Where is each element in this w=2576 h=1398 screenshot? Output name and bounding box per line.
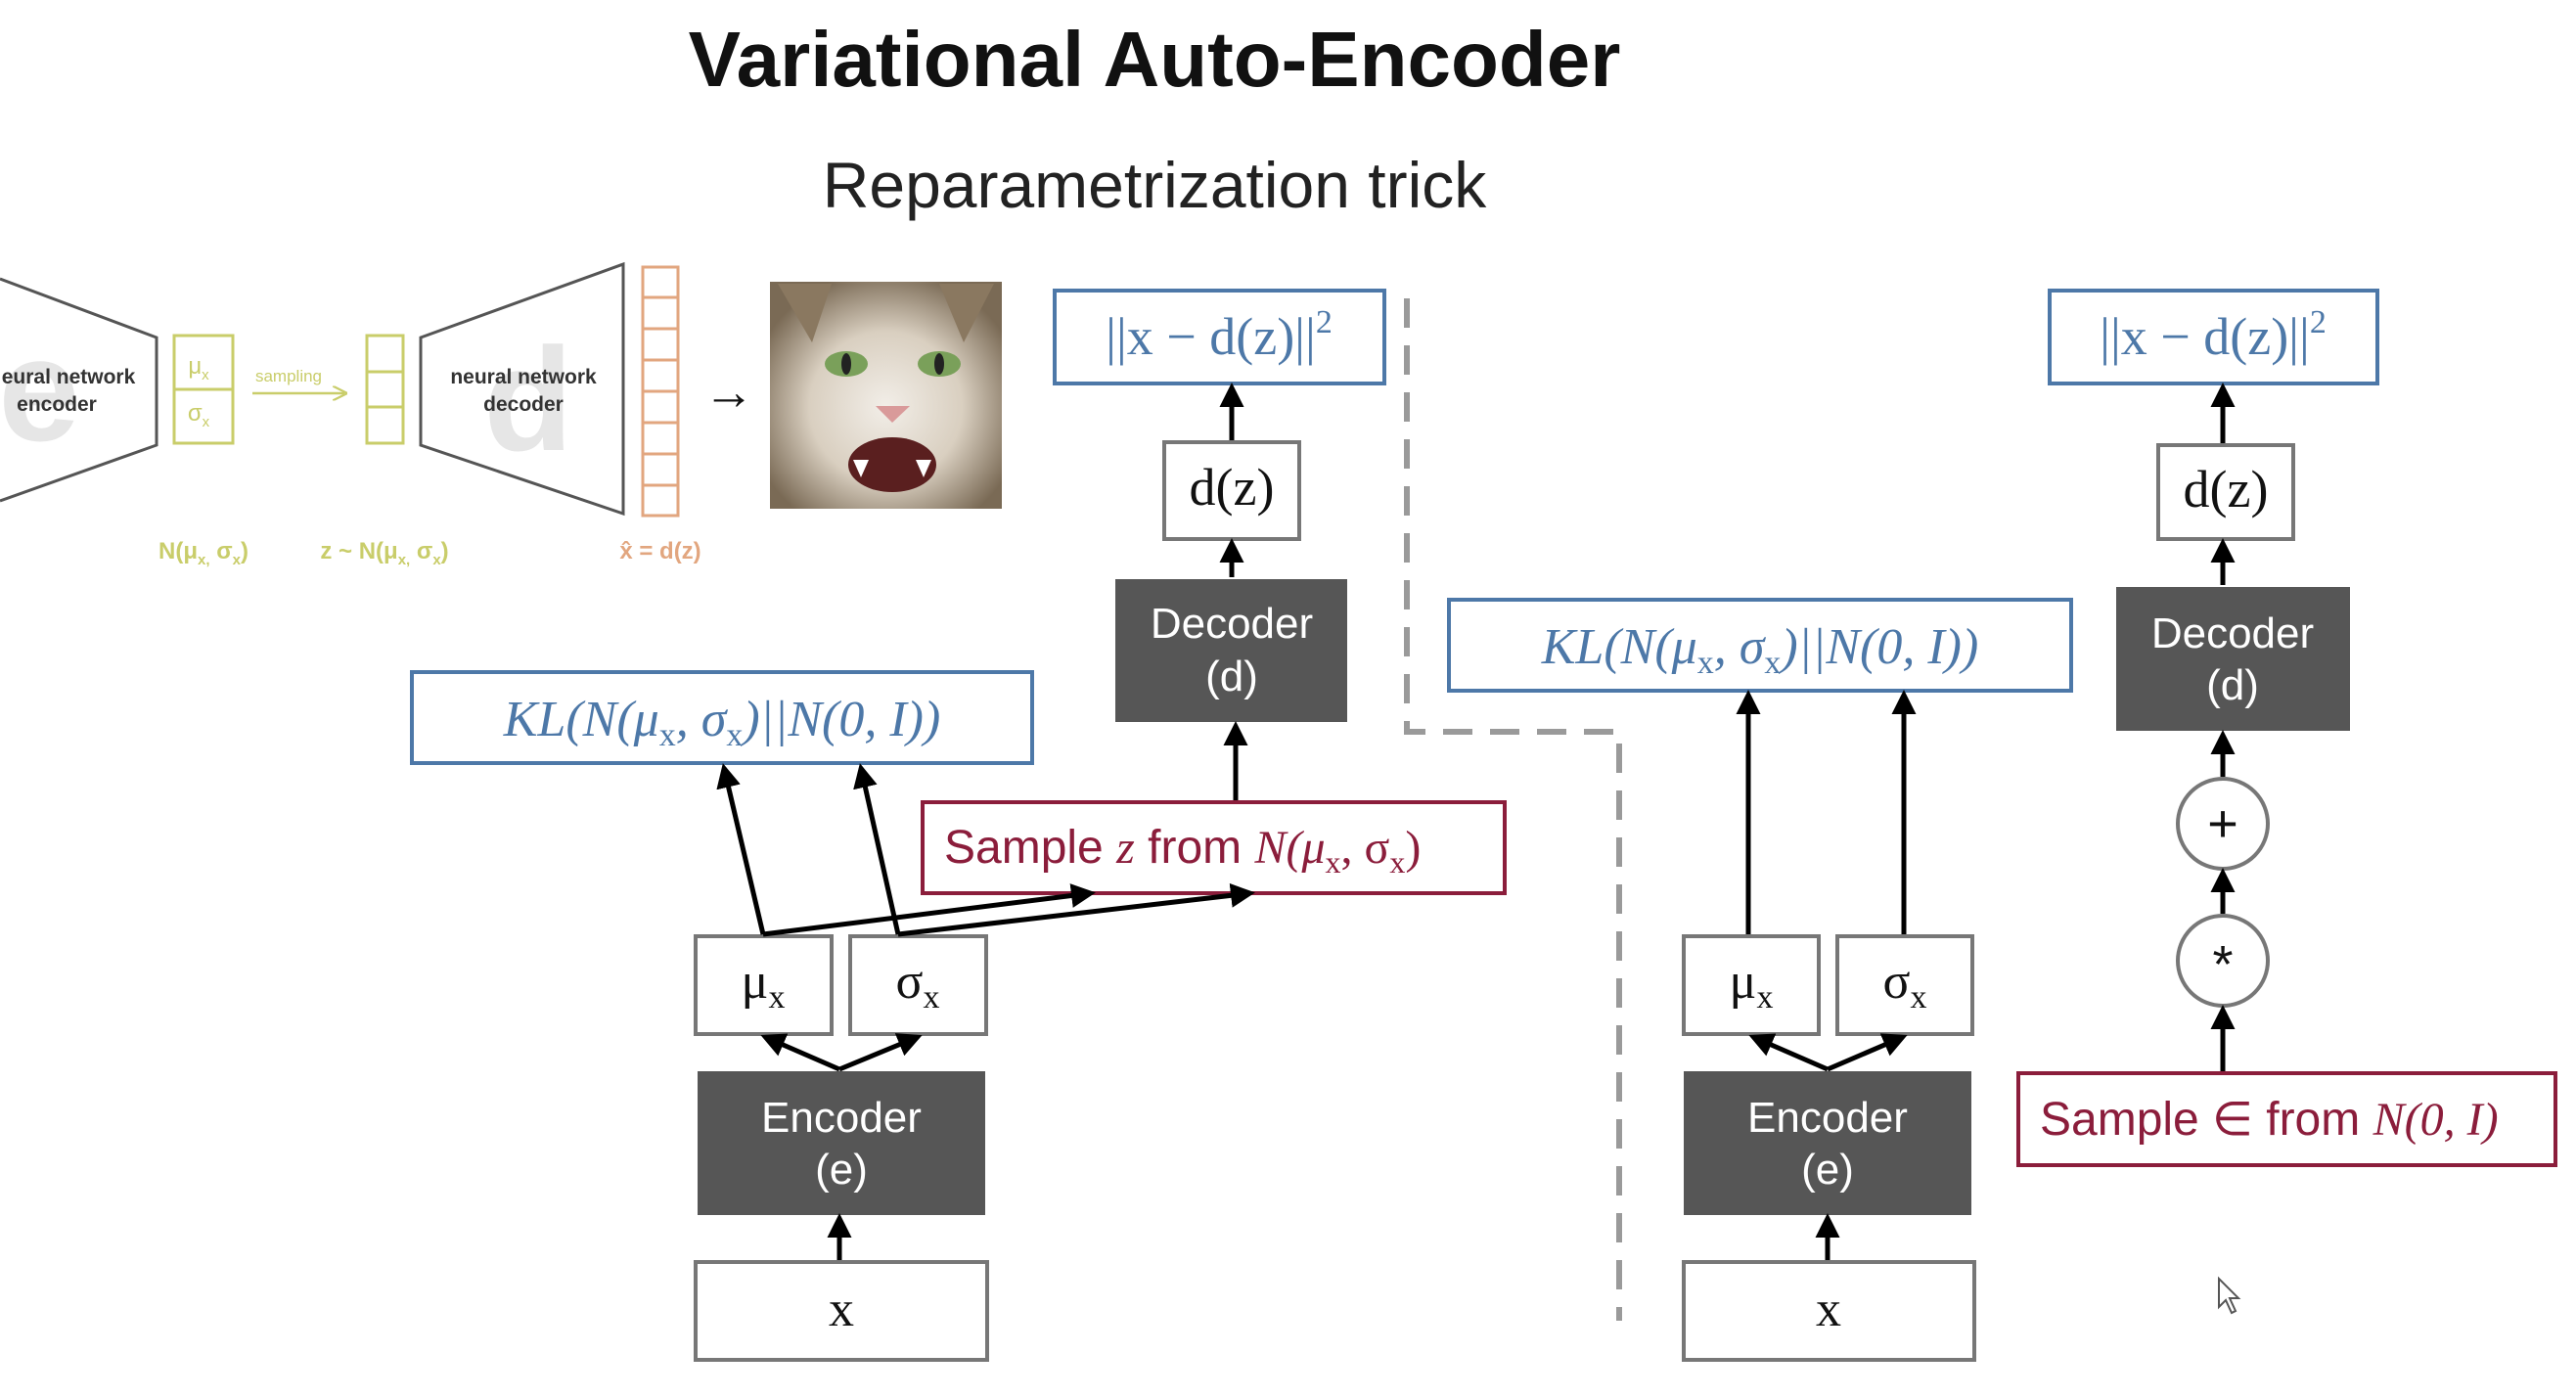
- slide-subtitle: Reparametrization trick: [823, 149, 1488, 221]
- right-x-box: [1682, 1260, 1976, 1362]
- right-decoder-block: [2116, 587, 2350, 731]
- left-encoder-block: [698, 1071, 985, 1215]
- right-diagram: ||x − d(z)||2 d(z) Decoder (d) KL(N(μx, …: [1447, 289, 2557, 1362]
- inset-encoder-watermark: e: [0, 307, 80, 472]
- right-sample-text: Sample ∈ from N(0, I): [2040, 1094, 2499, 1146]
- right-kl-box: [1447, 598, 2073, 693]
- right-decoder-sub: (d): [2206, 661, 2259, 709]
- left-x: x: [829, 1282, 854, 1337]
- inset-decoder-watermark: d: [483, 317, 573, 481]
- left-arrow-mu-to-sample: [762, 883, 1096, 937]
- left-kl-box: [410, 670, 1034, 765]
- right-recon-loss: ||x − d(z)||2: [2100, 304, 2327, 366]
- left-decoder-label: Decoder: [1151, 600, 1313, 648]
- right-dz: d(z): [2184, 460, 2269, 519]
- inset-decoder-shape: [419, 261, 625, 517]
- right-times: *: [2212, 935, 2233, 994]
- inset-arrow: →: [703, 364, 754, 421]
- left-arrow-sigma-to-sample: [897, 882, 1255, 937]
- left-x-box: [694, 1260, 989, 1362]
- right-x: x: [1816, 1282, 1841, 1337]
- left-dz: d(z): [1190, 458, 1275, 517]
- right-sample-box: [2016, 1071, 2557, 1167]
- slide-title: Variational Auto-Encoder: [689, 16, 1621, 103]
- inset-dist-label: N(μx, σx): [158, 538, 249, 568]
- inset-decoder-label-2: decoder: [483, 393, 564, 416]
- right-kl: KL(N(μx, σx)||N(0, I)): [1541, 619, 1979, 681]
- left-arrow-sigma-to-kl: [853, 763, 901, 935]
- inset-z-vector: [365, 334, 405, 445]
- inset-sigma: σx: [188, 400, 210, 430]
- inset-encoder-label-2: encoder: [17, 393, 97, 416]
- left-recon-loss: ||x − d(z)||2: [1106, 304, 1333, 366]
- inset-encoder-shape: [0, 277, 158, 503]
- inset-sampling-label: sampling: [255, 367, 322, 385]
- inset-recon-label: x̂ = d(z): [619, 538, 700, 564]
- right-encoder-block: [1684, 1071, 1971, 1215]
- left-encoder-label: Encoder: [761, 1094, 922, 1142]
- left-sigma: σx: [895, 954, 939, 1015]
- left-arrow-mu-to-kl: [716, 763, 766, 935]
- right-arrow-encoder-to-mu: [1748, 1033, 1829, 1072]
- left-sample-box: [921, 800, 1507, 895]
- mouse-cursor-icon: [2218, 1276, 2241, 1315]
- right-arrow-encoder-to-sigma: [1827, 1033, 1908, 1072]
- right-sigma-box: [1835, 934, 1974, 1036]
- left-diagram: ||x − d(z)||2 d(z) Decoder (d) KL(N(μx, …: [410, 289, 1507, 1362]
- inset-z-dist-label: z ~ N(μx, σx): [320, 538, 448, 568]
- section-divider: [1404, 298, 1622, 1321]
- right-decoder-label: Decoder: [2151, 609, 2314, 657]
- right-recon-loss-box: [2048, 289, 2379, 385]
- left-arrow-encoder-to-sigma: [838, 1033, 923, 1072]
- inset-mu: μx: [188, 353, 209, 383]
- left-decoder-sub: (d): [1205, 653, 1258, 700]
- left-encoder-sub: (e): [815, 1146, 868, 1194]
- left-kl: KL(N(μx, σx)||N(0, I)): [503, 692, 941, 753]
- right-sigma: σx: [1882, 954, 1926, 1015]
- right-encoder-sub: (e): [1801, 1146, 1854, 1194]
- left-recon-loss-box: [1053, 289, 1386, 385]
- left-sample-text: Sample z from N(μx, σx): [944, 822, 1421, 879]
- inset-decoder-label-1: neural network: [450, 366, 597, 388]
- inset-vae-sketch: e eural network encoder μx σx sampling d…: [0, 261, 1002, 568]
- left-arrow-encoder-to-mu: [760, 1033, 840, 1072]
- right-encoder-label: Encoder: [1747, 1094, 1908, 1142]
- inset-cat-image: [770, 282, 1002, 509]
- left-decoder-block: [1115, 579, 1347, 722]
- right-plus: +: [2207, 794, 2238, 853]
- inset-encoder-label-1: eural network: [2, 366, 136, 388]
